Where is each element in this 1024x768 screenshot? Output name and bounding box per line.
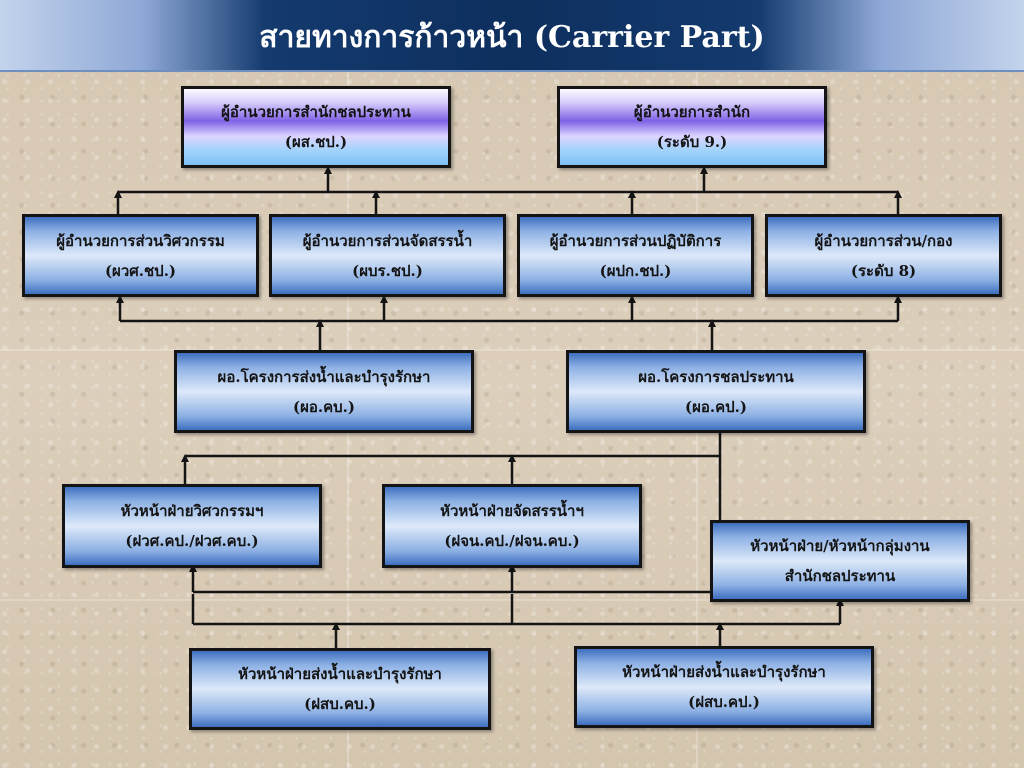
box-code: (ผวศ.ชป.) (104, 261, 177, 280)
box-head-engineering: หัวหน้าฝ่ายวิศวกรรมฯ (ฝวศ.คป./ฝวศ.คบ.) (62, 484, 322, 568)
box-code: (ฝจน.คป./ฝจน.คบ.) (444, 532, 580, 550)
box-office-director-level9: ผู้อำนวยการสำนัก (ระดับ 9.) (557, 86, 827, 168)
box-label: หัวหน้าฝ่ายส่งน้ำและบำรุงรักษา (238, 665, 442, 683)
box-code: สำนักชลประทาน (784, 567, 896, 585)
box-head-delivery-om-kb: หัวหน้าฝ่ายส่งน้ำและบำรุงรักษา (ฝสบ.คบ.) (189, 648, 491, 730)
box-label: ผอ.โครงการส่งน้ำและบำรุงรักษา (217, 367, 431, 386)
box-code: (ผส.ชป.) (284, 133, 348, 151)
box-code: (ฝวศ.คป./ฝวศ.คบ.) (125, 532, 259, 550)
box-director-operations: ผู้อำนวยการส่วนปฏิบัติการ (ผปก.ชป.) (517, 214, 754, 297)
box-label: ผู้อำนวยการส่วนจัดสรรน้ำ (302, 231, 473, 250)
box-director-division-level8: ผู้อำนวยการส่วน/กอง (ระดับ 8) (765, 214, 1002, 297)
box-head-delivery-om-kp: หัวหน้าฝ่ายส่งน้ำและบำรุงรักษา (ฝสบ.คป.) (574, 646, 874, 728)
box-director-water-allocation: ผู้อำนวยการส่วนจัดสรรน้ำ (ผบร.ชป.) (269, 214, 506, 297)
box-label: ผอ.โครงการชลประทาน (638, 367, 794, 386)
box-head-section-group: หัวหน้าฝ่าย/หัวหน้ากลุ่มงาน สำนักชลประทา… (710, 520, 970, 602)
box-label: หัวหน้าฝ่ายส่งน้ำและบำรุงรักษา (622, 663, 826, 681)
box-code: (ฝสบ.คบ.) (304, 695, 376, 713)
box-label: หัวหน้าฝ่ายวิศวกรรมฯ (120, 502, 264, 520)
box-code: (ผบร.ชป.) (352, 261, 423, 280)
box-label: ผู้อำนวยการสำนัก (633, 103, 751, 121)
box-label: ผู้อำนวยการส่วนปฏิบัติการ (549, 231, 722, 250)
box-director-irrigation-office: ผู้อำนวยการสำนักชลประทาน (ผส.ชป.) (181, 86, 451, 168)
box-code: (ระดับ 8) (850, 261, 917, 280)
box-code: (ระดับ 9.) (656, 133, 728, 151)
page-title: สายทางการก้าวหน้า (Carrier Part) (259, 20, 765, 55)
box-code: (ฝสบ.คป.) (688, 693, 760, 711)
box-director-irrigation-project: ผอ.โครงการชลประทาน (ผอ.คป.) (566, 350, 866, 433)
box-director-om-project: ผอ.โครงการส่งน้ำและบำรุงรักษา (ผอ.คบ.) (174, 350, 474, 433)
title-bar: สายทางการก้าวหน้า (Carrier Part) (0, 0, 1024, 72)
box-head-water-allocation: หัวหน้าฝ่ายจัดสรรน้ำฯ (ฝจน.คป./ฝจน.คบ.) (382, 484, 642, 568)
box-code: (ผปก.ชป.) (599, 261, 672, 280)
box-label: ผู้อำนวยการส่วนวิศวกรรม (56, 231, 225, 250)
box-code: (ผอ.คป.) (685, 397, 747, 416)
box-label: ผู้อำนวยการสำนักชลประทาน (221, 103, 411, 121)
box-label: หัวหน้าฝ่ายจัดสรรน้ำฯ (440, 502, 584, 520)
box-director-engineering: ผู้อำนวยการส่วนวิศวกรรม (ผวศ.ชป.) (22, 214, 259, 297)
box-label: หัวหน้าฝ่าย/หัวหน้ากลุ่มงาน (750, 537, 930, 555)
box-code: (ผอ.คบ.) (293, 397, 355, 416)
box-label: ผู้อำนวยการส่วน/กอง (814, 231, 953, 250)
